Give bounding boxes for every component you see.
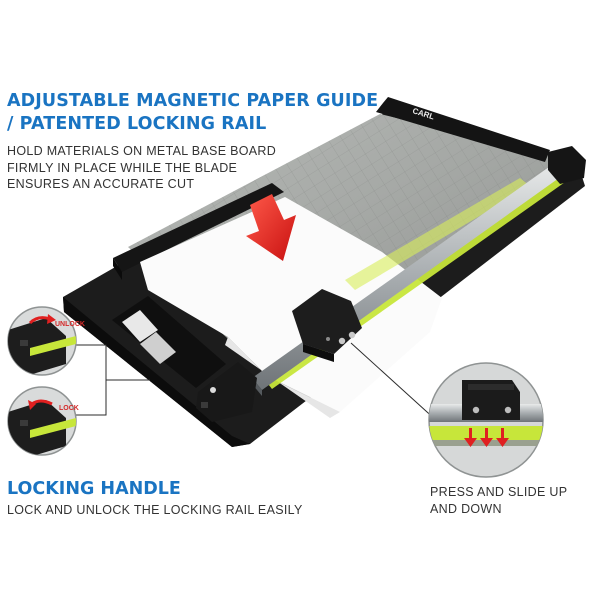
safety-label bbox=[112, 296, 226, 388]
description-line-1: HOLD MATERIALS ON METAL BASE BOARD bbox=[7, 144, 277, 158]
headline-line-1: ADJUSTABLE MAGNETIC PAPER GUIDE bbox=[7, 91, 379, 111]
unlock-label: UNLOCK bbox=[55, 321, 85, 328]
locking-handle-title: LOCKING HANDLE bbox=[7, 479, 181, 499]
magnetic-paper-guide bbox=[113, 183, 284, 280]
headline: ADJUSTABLE MAGNETIC PAPER GUIDE / PATENT… bbox=[7, 90, 378, 136]
cutting-head bbox=[292, 289, 362, 362]
lock-label: LOCK bbox=[59, 405, 79, 412]
locking-handle-description: LOCK AND UNLOCK THE LOCKING RAIL EASILY bbox=[7, 503, 303, 517]
down-arrows-icon bbox=[464, 428, 509, 447]
description-line-3: ENSURES AN ACCURATE CUT bbox=[7, 177, 195, 191]
headline-line-2: / PATENTED LOCKING RAIL bbox=[7, 114, 267, 134]
press-slide-description: PRESS AND SLIDE UP AND DOWN bbox=[430, 484, 567, 517]
press-slide-line-1: PRESS AND SLIDE UP bbox=[430, 485, 568, 499]
top-guide-bar: CARL bbox=[376, 97, 550, 162]
press-slide-detail-circle bbox=[428, 362, 544, 478]
red-arrow-icon bbox=[246, 194, 296, 261]
description-line-2: FIRMLY IN PLACE WHILE THE BLADE bbox=[7, 160, 238, 175]
locking-handle-cap bbox=[196, 362, 257, 422]
unlock-detail-circle: UNLOCK bbox=[7, 306, 85, 376]
paper-sheet bbox=[140, 197, 442, 418]
lock-detail-circle: LOCK bbox=[7, 386, 79, 456]
rail-end-cap bbox=[548, 146, 586, 184]
headline-description: HOLD MATERIALS ON METAL BASE BOARD FIRML… bbox=[7, 143, 276, 193]
press-slide-line-2: AND DOWN bbox=[430, 501, 502, 516]
